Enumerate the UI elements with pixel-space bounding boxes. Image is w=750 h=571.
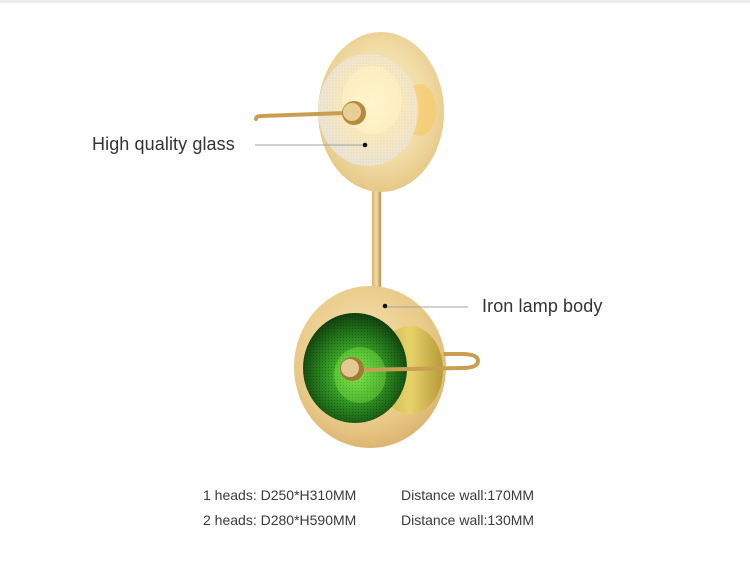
- top-lamp-head: [254, 32, 444, 192]
- glass-annotation-label: High quality glass: [92, 134, 235, 154]
- top-border-strip: [0, 0, 750, 3]
- spec-row: 1 heads: D250*H310MM Distance wall:170MM: [203, 487, 534, 512]
- connecting-rod: [372, 190, 381, 300]
- bottom-lamp-head: [294, 286, 481, 448]
- lamp-body-annotation-label: Iron lamp body: [482, 296, 603, 316]
- spec-size: 2 heads: D280*H590MM: [203, 512, 357, 528]
- spec-distance: Distance wall:130MM: [401, 512, 535, 528]
- spec-row: 2 heads: D280*H590MM Distance wall:130MM: [203, 512, 534, 537]
- spec-distance: Distance wall:170MM: [401, 487, 535, 503]
- spec-table: 1 heads: D250*H310MM Distance wall:170MM…: [203, 487, 534, 537]
- spec-size: 1 heads: D250*H310MM: [203, 487, 357, 503]
